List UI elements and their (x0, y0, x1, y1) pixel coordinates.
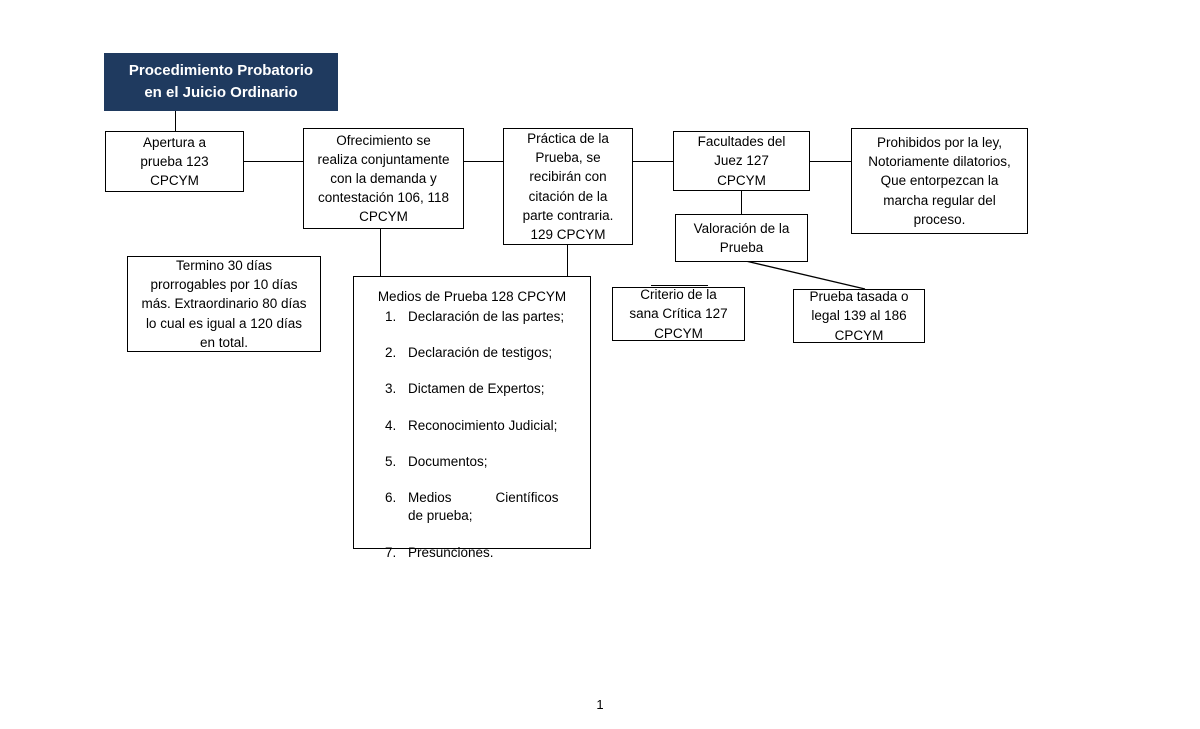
connector-facultades-to-prohibidos (810, 161, 851, 162)
termino-line-3: más. Extraordinario 80 días (141, 296, 307, 312)
node-prohibidos: Prohibidos por la ley, Notoriamente dila… (851, 128, 1028, 234)
node-valoracion: Valoración de la Prueba (675, 214, 808, 262)
node-termino: Termino 30 días prorrogables por 10 días… (127, 256, 321, 352)
list-item: Reconocimiento Judicial; (400, 417, 590, 435)
prohibidos-line-1: Prohibidos por la ley, (876, 135, 1003, 151)
medios-list: Declaración de las partes; Declaración d… (354, 308, 590, 562)
ofrecimiento-line-1: Ofrecimiento se (336, 132, 431, 148)
facultades-line-2: Juez 127 (714, 153, 769, 169)
prohibidos-line-2: Notoriamente dilatorios, (868, 154, 1011, 170)
practica-line-1: Práctica de la (527, 131, 609, 147)
termino-line-5: en total. (199, 334, 249, 350)
connector-practica-to-medios (567, 228, 568, 290)
node-facultades: Facultades del Juez 127 CPCYM (673, 131, 810, 191)
title-line-1: Procedimiento Probatorio (128, 62, 314, 80)
title-line-2: en el Juicio Ordinario (144, 84, 298, 101)
valoracion-line-1: Valoración de la (693, 220, 790, 236)
practica-line-2: Prueba, se (535, 150, 601, 166)
criterio-line-1: Criterio de la (640, 287, 717, 303)
list-item: Declaración de las partes; (400, 308, 590, 326)
termino-line-4: lo cual es igual a 120 días (145, 315, 303, 331)
criterio-line-2: sana Crítica 127 (629, 306, 728, 322)
list-item: Documentos; (400, 453, 590, 471)
title-box: Procedimiento Probatorio en el Juicio Or… (104, 53, 338, 111)
connector-apertura-to-ofrecimiento (243, 161, 304, 162)
ofrecimiento-line-3: con la demanda y (330, 170, 437, 186)
prueba-tasada-line-1: Prueba tasada o (809, 289, 909, 305)
facultades-line-3: CPCYM (717, 172, 766, 188)
valoracion-line-2: Prueba (719, 240, 764, 255)
apertura-line-2: prueba 123 (140, 153, 209, 169)
connector-stub-criterio (651, 285, 708, 286)
node-practica: Práctica de la Prueba, se recibirán con … (503, 128, 633, 245)
medios-item6-line2: de prueba; (408, 508, 473, 524)
practica-line-6: 129 CPCYM (530, 226, 606, 242)
connector-ofrecimiento-to-practica (463, 161, 503, 162)
node-apertura: Apertura a prueba 123 CPCYM (105, 131, 244, 192)
medios-item6-word2: Científicos (495, 490, 559, 506)
apertura-line-1: Apertura a (142, 134, 207, 150)
node-ofrecimiento: Ofrecimiento se realiza conjuntamente co… (303, 128, 464, 229)
ofrecimiento-line-2: realiza conjuntamente (317, 151, 450, 167)
connector-title-to-apertura (175, 111, 176, 133)
prohibidos-line-3: Que entorpezcan la (880, 173, 999, 189)
list-item: Medios Científicos de prueba; (400, 489, 590, 525)
ofrecimiento-line-4: contestación 106, 118 (317, 190, 450, 206)
practica-line-4: citación de la (528, 188, 608, 204)
criterio-line-3: CPCYM (654, 325, 703, 341)
list-item: Presunciones. (400, 544, 590, 562)
apertura-line-3: CPCYM (150, 173, 199, 189)
node-medios-de-prueba: Medios de Prueba 128 CPCYM Declaración d… (353, 276, 591, 560)
node-criterio: Criterio de la sana Crítica 127 CPCYM (612, 287, 745, 341)
connector-practica-to-facultades (632, 161, 673, 162)
prohibidos-line-4: marcha regular del (883, 192, 996, 208)
list-item: Declaración de testigos; (400, 344, 590, 362)
ofrecimiento-line-5: CPCYM (359, 209, 408, 225)
connector-ofrecimiento-to-medios (380, 228, 381, 276)
page-number: 1 (596, 697, 604, 712)
practica-line-3: recibirán con (529, 169, 607, 185)
termino-line-2: prorrogables por 10 días (150, 277, 298, 293)
connector-facultades-to-valoracion (741, 190, 742, 214)
practica-line-5: parte contraria. (522, 207, 614, 223)
medios-heading: Medios de Prueba 128 CPCYM (377, 289, 567, 304)
node-prueba-tasada: Prueba tasada o legal 139 al 186 CPCYM (793, 289, 925, 343)
termino-line-1: Termino 30 días (175, 258, 273, 274)
list-item: Dictamen de Expertos; (400, 380, 590, 398)
prueba-tasada-line-2: legal 139 al 186 (811, 308, 907, 324)
prueba-tasada-line-3: CPCYM (834, 327, 884, 343)
prohibidos-line-5: proceso. (913, 211, 966, 227)
medios-item6-word1: Medios (408, 490, 452, 506)
facultades-line-1: Facultades del (697, 134, 786, 150)
